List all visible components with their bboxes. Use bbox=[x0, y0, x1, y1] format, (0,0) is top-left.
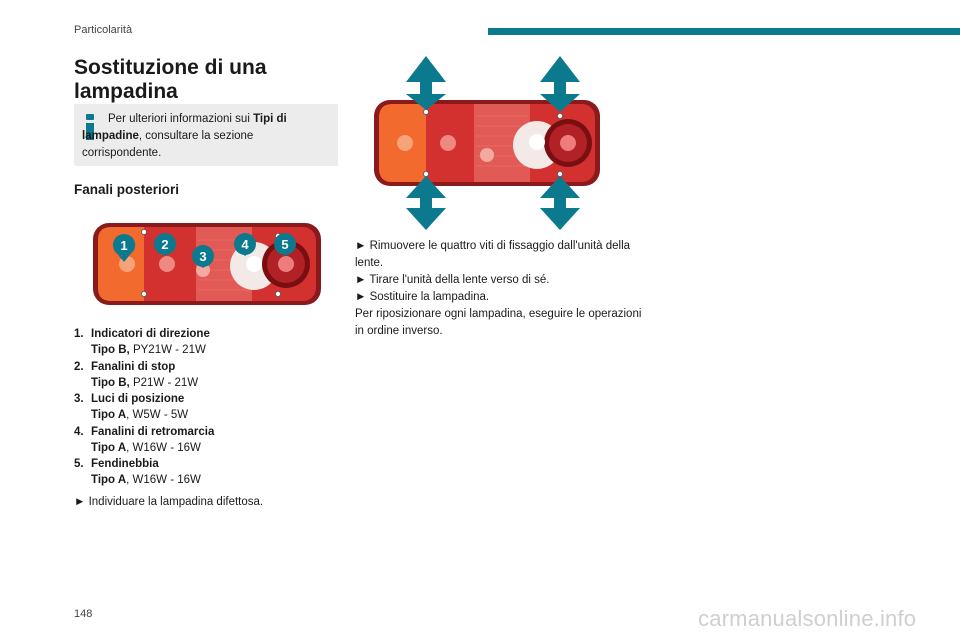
screw-icon bbox=[274, 291, 281, 298]
bulb-5 bbox=[278, 256, 294, 272]
section-subtitle: Fanali posteriori bbox=[74, 182, 180, 197]
info-text: Per ulteriori informazioni sui Tipi di l… bbox=[82, 113, 287, 159]
marker-3: 3 bbox=[192, 245, 214, 268]
bulb-3 bbox=[196, 263, 210, 277]
info-icon bbox=[86, 114, 94, 140]
bulb-legend: 1. Indicatori di direzione Tipo B, PY21W… bbox=[74, 328, 354, 491]
legend-item: 1. Indicatori di direzione Tipo B, PY21W… bbox=[74, 328, 210, 356]
screw-icon bbox=[556, 171, 563, 178]
arrow-icon bbox=[406, 176, 446, 230]
screw-icon bbox=[141, 291, 148, 298]
position-section bbox=[474, 104, 530, 182]
arrow-icon bbox=[540, 56, 580, 112]
lamp-removal-diagram bbox=[374, 56, 600, 230]
instruction-list: ► Rimuovere le quattro viti di fissaggio… bbox=[355, 238, 645, 340]
svg-text:4: 4 bbox=[241, 237, 249, 252]
arrow-icon bbox=[406, 56, 446, 110]
watermark: carmanualsonline.info bbox=[698, 606, 917, 631]
svg-text:3: 3 bbox=[199, 249, 206, 264]
step-instruction: ► Individuare la lampadina difettosa. bbox=[74, 496, 264, 508]
info-box: Per ulteriori informazioni sui Tipi di l… bbox=[74, 104, 338, 166]
rear-lamp-diagram: 1 2 3 4 5 bbox=[93, 223, 321, 305]
marker-4: 4 bbox=[234, 233, 256, 256]
instruction-step: ► Sostituire la lampadina. bbox=[355, 291, 490, 303]
header-accent-bar bbox=[488, 28, 960, 35]
info-link-text: Tipi di lampadine bbox=[82, 113, 287, 142]
svg-text:2: 2 bbox=[161, 237, 168, 252]
legend-item: 3. Luci di posizione Tipo A, W5W - 5W bbox=[74, 393, 189, 421]
screw-icon bbox=[141, 229, 148, 235]
instruction-step: ► Rimuovere le quattro viti di fissaggio… bbox=[355, 240, 631, 269]
screw-icon bbox=[556, 113, 563, 120]
arrow-icon bbox=[540, 176, 580, 230]
screw-icon bbox=[423, 109, 430, 116]
svg-text:1: 1 bbox=[120, 238, 127, 253]
marker-5: 5 bbox=[274, 233, 296, 256]
bulb-2 bbox=[159, 256, 175, 272]
legend-item: 5. Fendinebbia Tipo A, W16W - 16W bbox=[74, 458, 201, 486]
bulb-4 bbox=[246, 256, 262, 272]
instruction-step: ► Tirare l'unità della lente verso di sé… bbox=[355, 274, 550, 286]
legend-item: 4. Fanalini di retromarcia Tipo A, W16W … bbox=[74, 425, 215, 454]
page-number: 148 bbox=[74, 608, 93, 620]
svg-text:5: 5 bbox=[281, 237, 288, 252]
page-title: Sostituzione di una lampadina bbox=[74, 56, 267, 103]
section-header: Particolarità bbox=[74, 24, 133, 36]
marker-1: 1 bbox=[113, 233, 136, 262]
legend-item: 2. Fanalini di stop Tipo B, P21W - 21W bbox=[74, 360, 199, 389]
instruction-note: Per riposizionare ogni lampadina, esegui… bbox=[355, 308, 642, 337]
screw-icon bbox=[423, 171, 430, 178]
marker-2: 2 bbox=[154, 233, 176, 256]
